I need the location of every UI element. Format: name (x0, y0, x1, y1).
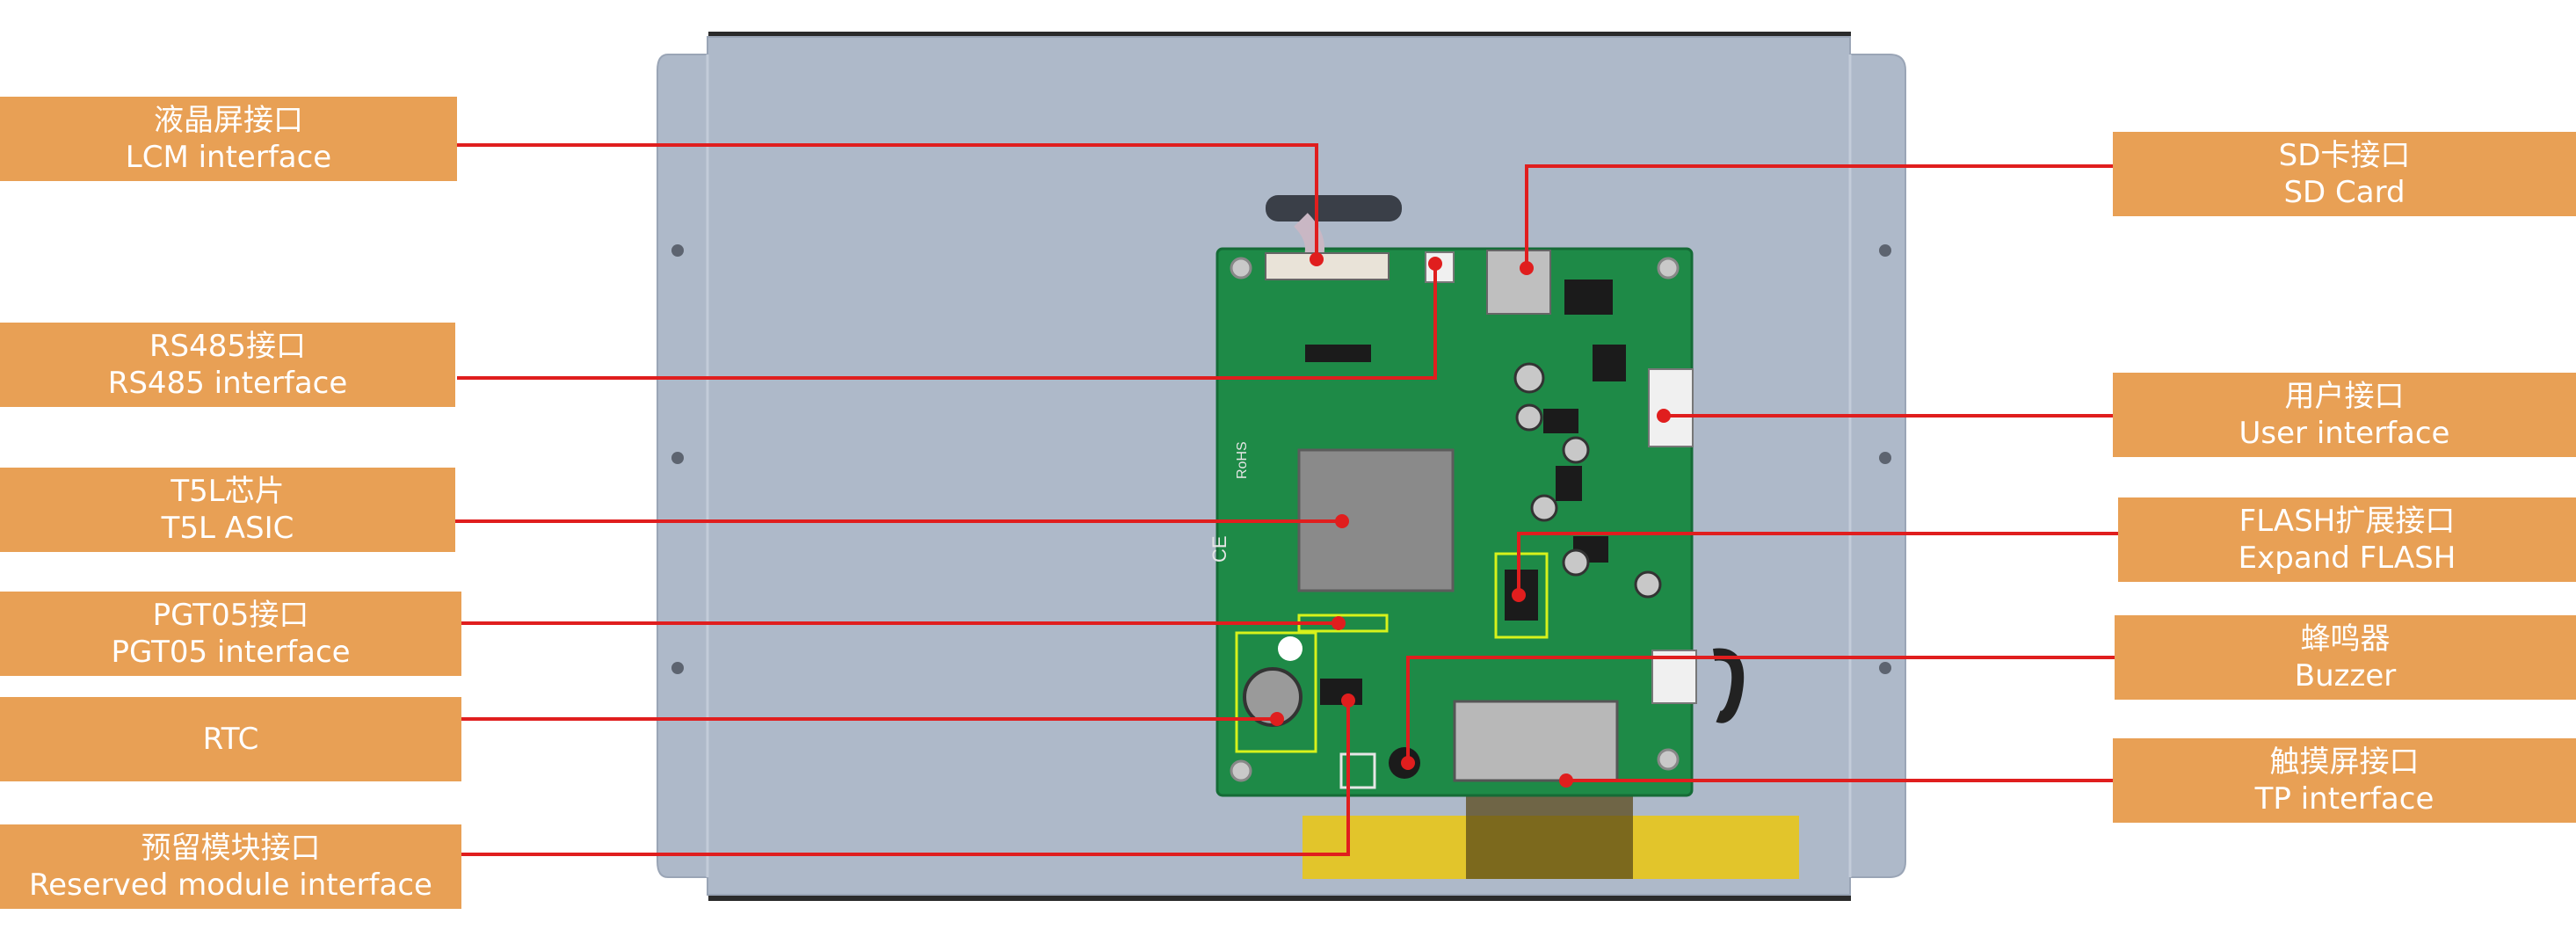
leader-rs485 (457, 264, 1437, 380)
leader-buzzer (1406, 656, 2115, 763)
leader-lines (455, 143, 2118, 856)
label-rs485-en: RS485 interface (107, 366, 348, 401)
label-lcm-interface: 液晶屏接口 LCM interface (0, 97, 457, 181)
label-rtc-en: RTC (202, 721, 259, 757)
label-sd-zh: SD卡接口 (2278, 137, 2411, 173)
ce-mark: CE (1208, 535, 1230, 563)
leader-lcm (457, 143, 1318, 259)
label-rtc: RTC (0, 697, 461, 781)
label-user-en: User interface (2239, 416, 2450, 451)
leader-flash (1517, 532, 2118, 595)
label-rs485-zh: RS485接口 (149, 328, 307, 364)
rohs-mark: RoHS (1235, 441, 1250, 479)
label-user-zh: 用户接口 (2284, 378, 2405, 414)
label-tp-interface: 触摸屏接口 TP interface (2113, 738, 2576, 823)
leader-reserved (461, 701, 1350, 856)
label-sd-card: SD卡接口 SD Card (2113, 132, 2576, 216)
label-t5l-zh: T5L芯片 (171, 473, 285, 509)
label-pgt05-en: PGT05 interface (111, 635, 351, 670)
label-t5l-en: T5L ASIC (161, 511, 294, 546)
label-buzzer-en: Buzzer (2294, 658, 2397, 693)
label-t5l-asic: T5L芯片 T5L ASIC (0, 468, 455, 552)
label-pgt05-zh: PGT05接口 (152, 597, 309, 633)
label-sd-en: SD Card (2283, 175, 2405, 210)
leader-sd (1525, 164, 2113, 268)
label-lcm-en: LCM interface (125, 140, 332, 175)
label-buzzer-zh: 蜂鸣器 (2300, 621, 2391, 657)
label-tp-en: TP interface (2254, 781, 2435, 817)
label-expand-flash: FLASH扩展接口 Expand FLASH (2118, 497, 2576, 582)
label-buzzer: 蜂鸣器 Buzzer (2115, 615, 2576, 700)
label-tp-zh: 触摸屏接口 (2269, 744, 2420, 780)
label-reserved-en: Reserved module interface (29, 868, 432, 903)
label-reserved-zh: 预留模块接口 (141, 830, 321, 866)
label-lcm-zh: 液晶屏接口 (154, 102, 303, 138)
label-pgt05-interface: PGT05接口 PGT05 interface (0, 592, 461, 676)
label-flash-zh: FLASH扩展接口 (2239, 503, 2456, 539)
label-user-interface: 用户接口 User interface (2113, 373, 2576, 457)
leader-dots (1270, 252, 1671, 788)
label-flash-en: Expand FLASH (2238, 541, 2456, 576)
pcb-board (1215, 213, 1697, 797)
label-rs485-interface: RS485接口 RS485 interface (0, 323, 455, 407)
label-reserved-module-interface: 预留模块接口 Reserved module interface (0, 824, 461, 909)
